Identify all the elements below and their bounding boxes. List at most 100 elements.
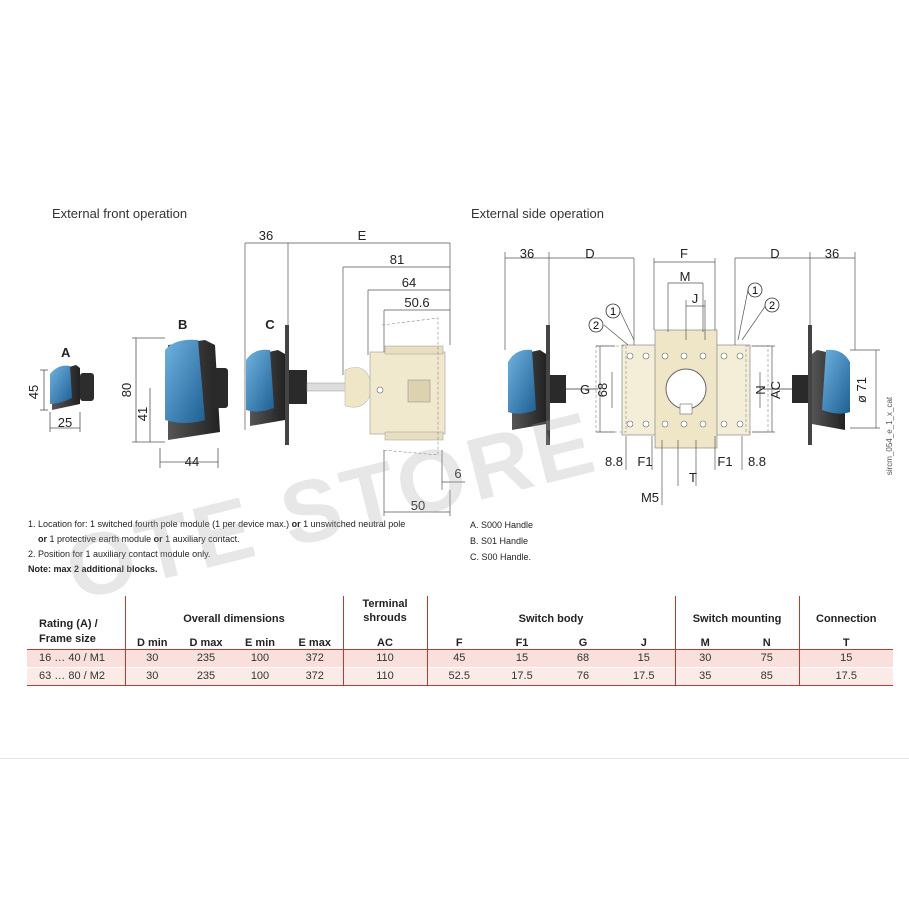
side-operation-title: External side operation xyxy=(471,206,604,221)
table-row: 63 … 80 / M2 30 235 100 372 110 52.5 17.… xyxy=(27,666,893,686)
side-dim-j: J xyxy=(692,291,699,306)
cell-g: 76 xyxy=(553,666,613,686)
note-1-cont: or 1 protective earth module or 1 auxili… xyxy=(28,532,468,547)
side-dim-m: M xyxy=(680,269,691,284)
cell-f1: 17.5 xyxy=(491,666,553,686)
cell-m: 35 xyxy=(674,666,735,686)
side-dim-right-36: 36 xyxy=(825,246,839,261)
notes-block: 1. Location for: 1 switched fourth pole … xyxy=(28,517,468,577)
rating-header-line-1: Rating (A) / xyxy=(39,617,98,630)
front-operation-title: External front operation xyxy=(52,206,188,221)
handle-b-drawing xyxy=(132,337,228,468)
cell-t: 17.5 xyxy=(798,666,893,686)
handle-b-inner-dim: 41 xyxy=(135,407,150,421)
col-n: N xyxy=(762,636,771,649)
cell-d-max: 235 xyxy=(179,666,233,686)
note-1-part-a: 1. Location for: 1 switched fourth pole … xyxy=(28,519,290,529)
handle-b-label: B xyxy=(178,317,187,332)
drawing-code: sircm_054_e_1_x_cat xyxy=(885,396,894,475)
front-dim-50-6: 50.6 xyxy=(404,295,429,310)
cell-ac: 110 xyxy=(342,666,427,686)
cell-f: 45 xyxy=(426,648,491,667)
switch-mounting-header: Switch mounting xyxy=(674,596,799,627)
cell-n: 75 xyxy=(735,648,799,667)
dimensions-table: Rating (A) / Frame size Overall dimensio… xyxy=(27,596,893,686)
side-dim-n: N xyxy=(753,385,768,394)
handle-a-drawing xyxy=(40,365,94,432)
side-dim-left-36: 36 xyxy=(520,246,534,261)
note-3: Note: max 2 additional blocks. xyxy=(28,564,158,574)
side-dim-d-left: D xyxy=(585,246,594,261)
terminal-shrouds-header: Terminal shrouds xyxy=(342,596,427,627)
handle-b-width-dim: 44 xyxy=(185,454,199,469)
cell-d-min: 30 xyxy=(124,666,179,686)
front-dim-50: 50 xyxy=(411,498,425,513)
technical-drawing: A 45 25 B 80 41 44 xyxy=(26,228,894,516)
col-ac: AC xyxy=(342,627,427,649)
col-j: J xyxy=(640,636,647,649)
terminal-header-line-2: shrouds xyxy=(363,612,407,624)
note-1-or-1: or xyxy=(291,519,301,529)
front-dim-e: E xyxy=(358,228,367,243)
bottom-divider xyxy=(0,758,909,759)
side-dim-left-f1: F1 xyxy=(637,454,652,469)
side-operation-drawing xyxy=(504,252,880,505)
row-rating: 63 … 80 / M2 xyxy=(27,666,125,686)
cell-g: 68 xyxy=(553,648,613,667)
side-dim-d-right: D xyxy=(770,246,779,261)
front-dim-6: 6 xyxy=(454,466,461,481)
front-operation-drawing xyxy=(244,242,465,516)
handle-c-label: C xyxy=(265,317,275,332)
side-dim-68: 68 xyxy=(595,383,610,397)
overall-dimensions-header: Overall dimensions xyxy=(124,596,343,627)
cell-n: 85 xyxy=(735,666,799,686)
cell-t: 15 xyxy=(798,648,893,667)
col-m: M xyxy=(674,627,735,649)
legend-item-a: A. S000 Handle xyxy=(470,520,534,530)
col-f: F xyxy=(426,627,491,649)
note-2: 2. Position for 1 auxiliary contact modu… xyxy=(28,549,211,559)
note-1-part-c: 1 protective earth module xyxy=(49,534,152,544)
side-dim-t: T xyxy=(689,470,697,485)
cell-e-min: 100 xyxy=(233,648,287,667)
side-dim-left-8-8: 8.8 xyxy=(605,454,623,469)
callout-1-left: 1 xyxy=(610,306,616,318)
side-dim-m5: M5 xyxy=(641,490,659,505)
cell-f1: 15 xyxy=(491,648,553,667)
side-dim-ac: AC xyxy=(768,381,783,399)
switch-body-header: Switch body xyxy=(426,596,675,627)
callout-2-right: 2 xyxy=(769,300,775,312)
front-dim-36: 36 xyxy=(259,228,273,243)
handle-a-height-dim: 45 xyxy=(26,385,41,399)
cell-j: 15 xyxy=(613,648,675,667)
note-1-part-b: 1 unswitched neutral pole xyxy=(303,519,406,529)
cell-d-max: 235 xyxy=(179,648,233,667)
cell-j: 17.5 xyxy=(613,666,675,686)
note-1-or-3: or xyxy=(153,534,163,544)
cell-e-min: 100 xyxy=(233,666,287,686)
handle-a-label: A xyxy=(61,345,71,360)
col-f1: F1 xyxy=(515,636,529,649)
side-dim-right-f1: F1 xyxy=(717,454,732,469)
col-t: T xyxy=(798,627,893,649)
side-dim-g: G xyxy=(580,382,590,397)
callout-2-left: 2 xyxy=(593,320,599,332)
front-dim-64: 64 xyxy=(402,275,416,290)
note-1: 1. Location for: 1 switched fourth pole … xyxy=(28,517,468,532)
cell-d-min: 30 xyxy=(124,648,179,667)
note-1-part-d: 1 auxiliary contact. xyxy=(165,534,240,544)
handle-b-height-dim: 80 xyxy=(119,383,134,397)
side-dim-f: F xyxy=(680,246,688,261)
cell-f: 52.5 xyxy=(426,666,491,686)
legend-item-c: C. S00 Handle. xyxy=(470,552,532,562)
rating-header-line-2: Frame size xyxy=(39,632,96,645)
cell-ac: 110 xyxy=(342,648,427,667)
col-g: G xyxy=(578,636,588,649)
cell-e-max: 372 xyxy=(287,648,343,667)
front-dim-81: 81 xyxy=(390,252,404,267)
table-row: 16 … 40 / M1 30 235 100 372 110 45 15 68… xyxy=(27,648,893,667)
handle-a-width-dim: 25 xyxy=(58,415,72,430)
col-e-max: E max xyxy=(298,636,331,649)
side-dim-right-8-8: 8.8 xyxy=(748,454,766,469)
col-e-min: E min xyxy=(245,636,275,649)
